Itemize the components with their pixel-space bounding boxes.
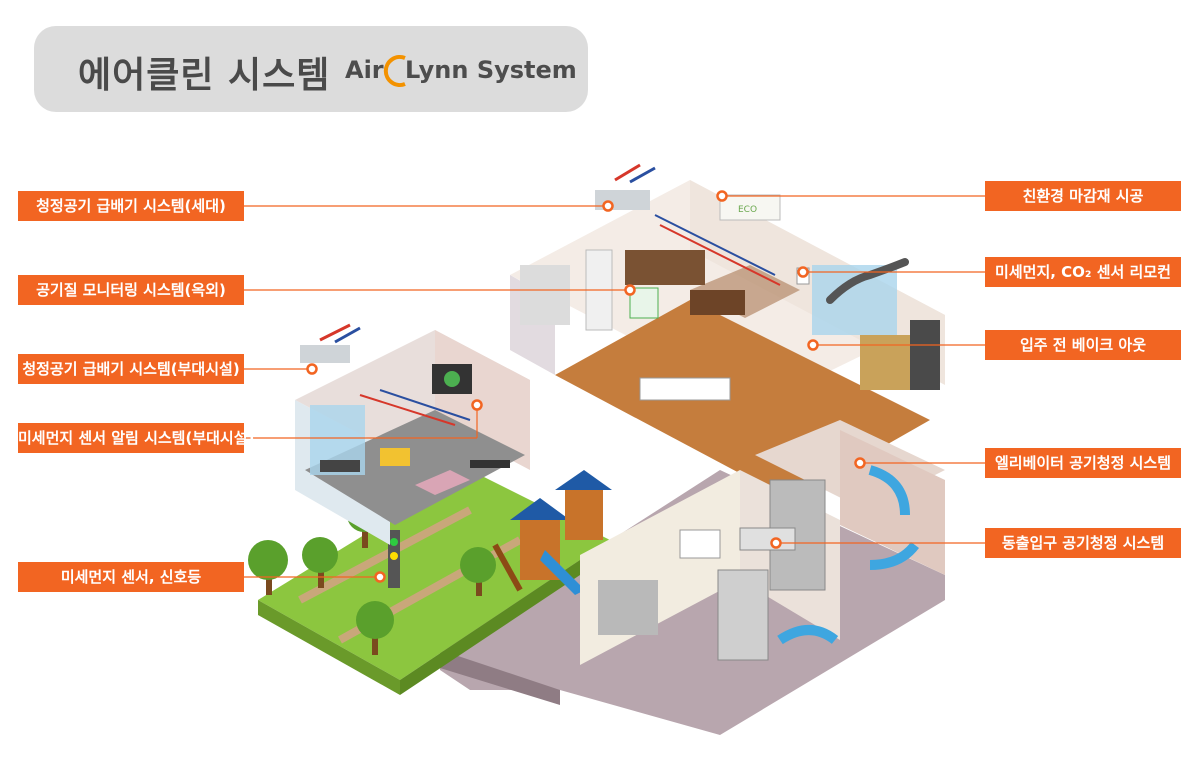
door (910, 320, 940, 390)
playground (492, 470, 612, 595)
title-banner (34, 26, 588, 112)
gym-facility (295, 323, 530, 545)
brand-lynn-text: Lynn System (405, 56, 577, 84)
window (812, 265, 897, 335)
callout-dust-co2-remote: 미세먼지, CO₂ 센서 리모컨 (985, 257, 1181, 287)
callout-supply-exhaust-household: 청정공기 급배기 시스템(세대) (18, 191, 244, 221)
airflow-arrow (869, 541, 919, 570)
callout-eco-materials: 친환경 마감재 시공 (985, 181, 1181, 211)
brand-air-text: Air (345, 56, 384, 84)
gym-floor (305, 410, 525, 525)
tree-5 (460, 547, 496, 596)
callout-elevator-purifier: 엘리베이터 공기청정 시스템 (985, 448, 1181, 478)
airflow-arrow (868, 465, 910, 516)
sofa (625, 250, 705, 285)
callout-dust-alert-facility: 미세먼지 센서 알림 시스템(부대시설) (18, 423, 254, 453)
tree-1 (248, 540, 288, 595)
shoe-cabinet (860, 335, 910, 390)
mailboxes (598, 580, 658, 635)
callout-supply-exhaust-facility: 청정공기 급배기 시스템(부대시설) (18, 354, 244, 384)
coffee-table (690, 290, 745, 315)
callout-air-quality-monitoring: 공기질 모니터링 시스템(옥외) (18, 275, 244, 305)
callout-dust-sensor-signal: 미세먼지 센서, 신호등 (18, 562, 244, 592)
callout-bake-out: 입주 전 베이크 아웃 (985, 330, 1181, 360)
dust-sensor-signal-pole (388, 530, 400, 588)
leader-lines (244, 195, 985, 578)
tree-4 (356, 601, 394, 655)
dining-table (639, 377, 731, 401)
notice-board (679, 529, 721, 559)
leader-dots (306, 190, 866, 583)
brand-ring-icon (383, 55, 406, 87)
page-title: 에어클린 시스템 (78, 55, 331, 96)
airflow-arrow (777, 625, 839, 645)
kitchen (520, 265, 570, 325)
elevator-door (717, 569, 769, 661)
tree-2 (302, 537, 338, 588)
lobby-elevator (580, 420, 945, 665)
air-purifier-unit (739, 527, 796, 551)
eco-label: ECO (738, 205, 757, 215)
callout-entrance-purifier: 동출입구 공기청정 시스템 (985, 528, 1181, 558)
eco-panel (719, 194, 781, 221)
